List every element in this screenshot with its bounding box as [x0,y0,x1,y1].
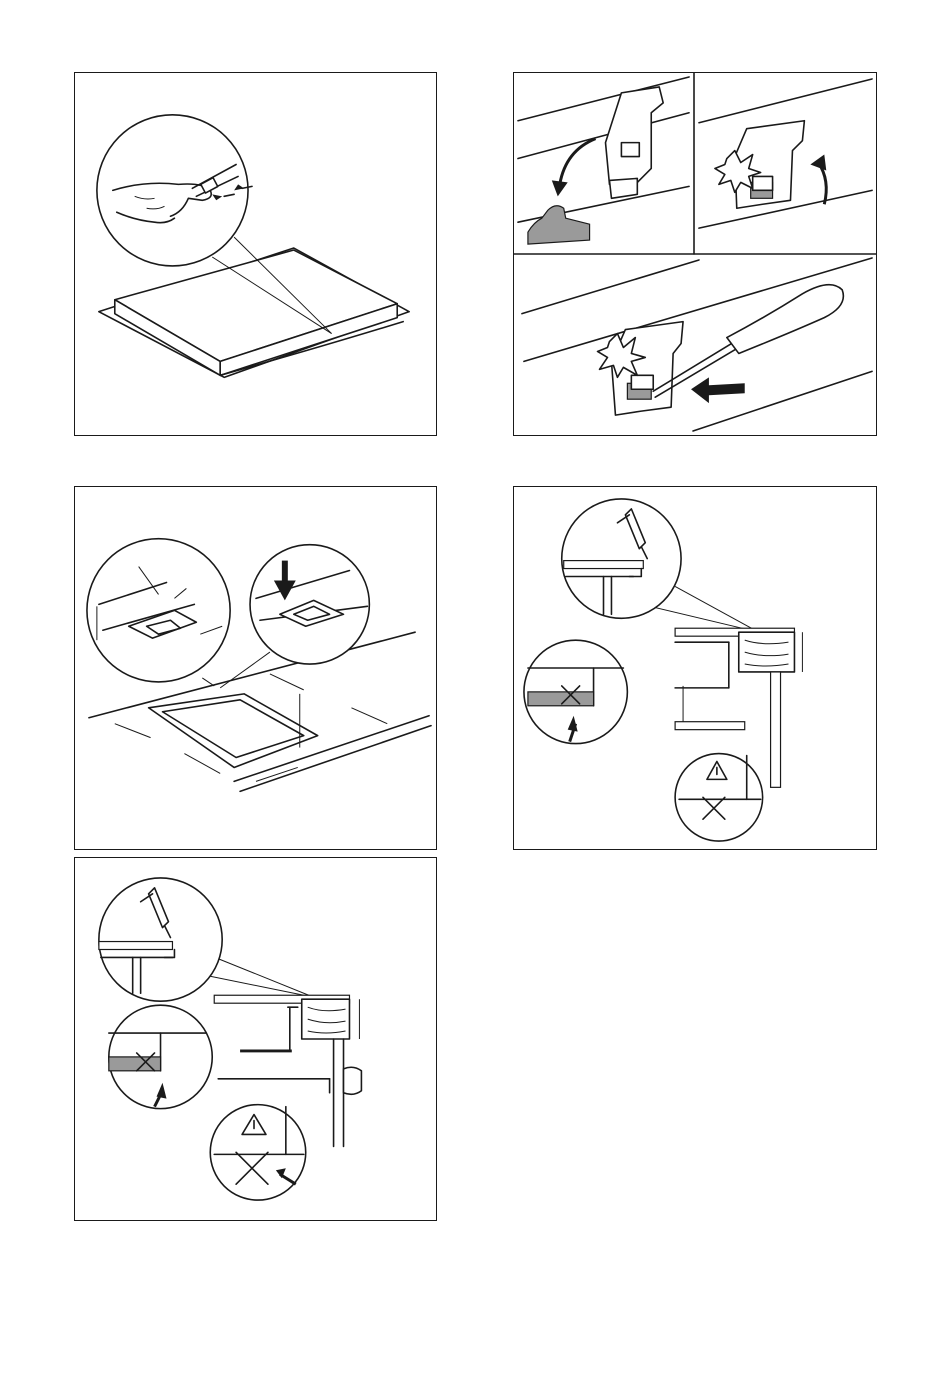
bracket-icon [605,87,663,184]
figure-bracket-mounting [513,72,877,436]
figure-installation-sealant-cabinet [513,486,877,850]
magnifier-sealant [99,878,222,1001]
figure-sealing-strip [74,72,437,436]
installation-oven-illustration [75,858,436,1220]
installation-cabinet-illustration [514,487,876,849]
figure-cutout-dimensions [74,486,437,850]
figure-installation-sealant-oven [74,857,437,1221]
magnifier-circle [97,115,248,266]
bracket-mounting-illustration [514,73,876,435]
knob-icon [344,1067,362,1094]
magnifier-left [87,539,230,682]
magnifier-sealant [562,499,681,618]
mounting-clip-icon [528,206,590,244]
cutout-dimensions-illustration [75,487,436,849]
magnifier-warning [210,1105,305,1200]
curved-arrow-icon [810,155,826,205]
sealing-strip-illustration [75,73,436,435]
push-arrow-icon [691,377,745,403]
